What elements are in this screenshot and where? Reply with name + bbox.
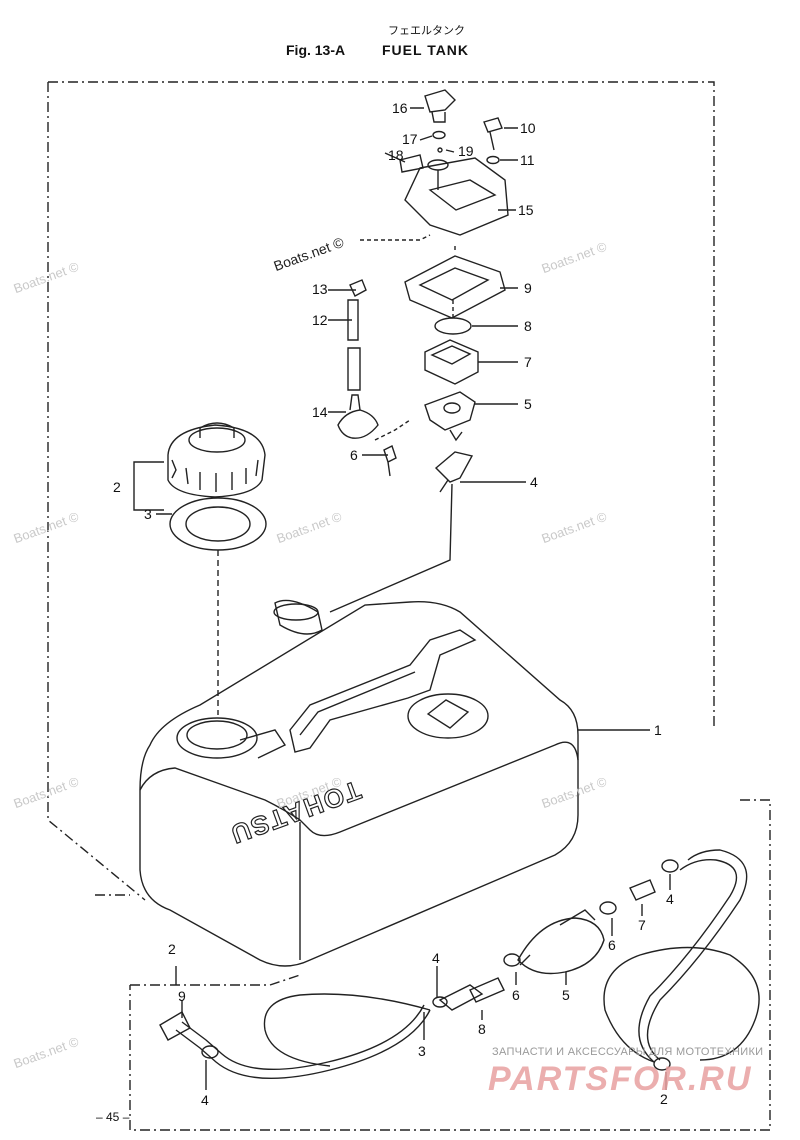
hose-callout-8: 8 [478,1021,486,1037]
hose-callout-2: 2 [168,941,176,957]
callout-13: 13 [312,281,328,297]
figure-label: Fig. 13-A [286,42,346,58]
callout-17: 17 [402,131,418,147]
callout-7: 7 [524,354,532,370]
callout-19: 19 [458,143,474,159]
callout-14: 14 [312,404,328,420]
tank-brand-text: TOHATSU [226,775,365,850]
hose-callout-4c: 4 [201,1092,209,1108]
callout-18: 18 [388,147,404,163]
fuel-tank: TOHATSU [139,601,579,967]
page-title: FUEL TANK [382,42,470,58]
hose-callout-7: 7 [638,917,646,933]
hose-callout-3: 3 [418,1043,426,1059]
partsfor-logo: PARTSFOR.RU [488,1060,753,1098]
callout-2: 2 [113,479,121,495]
callout-4: 4 [530,474,538,490]
callout-10: 10 [520,120,536,136]
hose-callout-6a: 6 [608,937,616,953]
fuel-cap [167,422,266,498]
page-number: – 45 – [96,1110,130,1124]
main-frame [47,81,715,901]
hose-callout-4b: 4 [666,891,674,907]
hose-frame [129,799,771,1131]
callout-9: 9 [524,280,532,296]
callout-8: 8 [524,318,532,334]
callout-15: 15 [518,202,534,218]
callout-1: 1 [654,722,662,738]
hose-callout-5: 5 [562,987,570,1003]
callout-11: 11 [520,152,535,168]
callout-5: 5 [524,396,532,412]
callout-6: 6 [350,447,358,463]
callout-16: 16 [392,100,408,116]
hose-callout-6b: 6 [512,987,520,1003]
fuel-hose [159,849,760,1080]
hose-callout-4a: 4 [432,950,440,966]
gauge-assembly [273,89,509,635]
partsfor-subtitle: ЗАПЧАСТИ И АКСЕССУАРЫ ДЛЯ МОТОТЕХНИКИ [492,1046,764,1058]
callout-3: 3 [144,506,152,522]
hose-callout-2b: 2 [660,1091,668,1107]
japanese-title: フェエルタンク [388,25,465,37]
cap-gasket [169,497,267,551]
hose-callout-9: 9 [178,988,186,1004]
callout-12: 12 [312,312,328,328]
